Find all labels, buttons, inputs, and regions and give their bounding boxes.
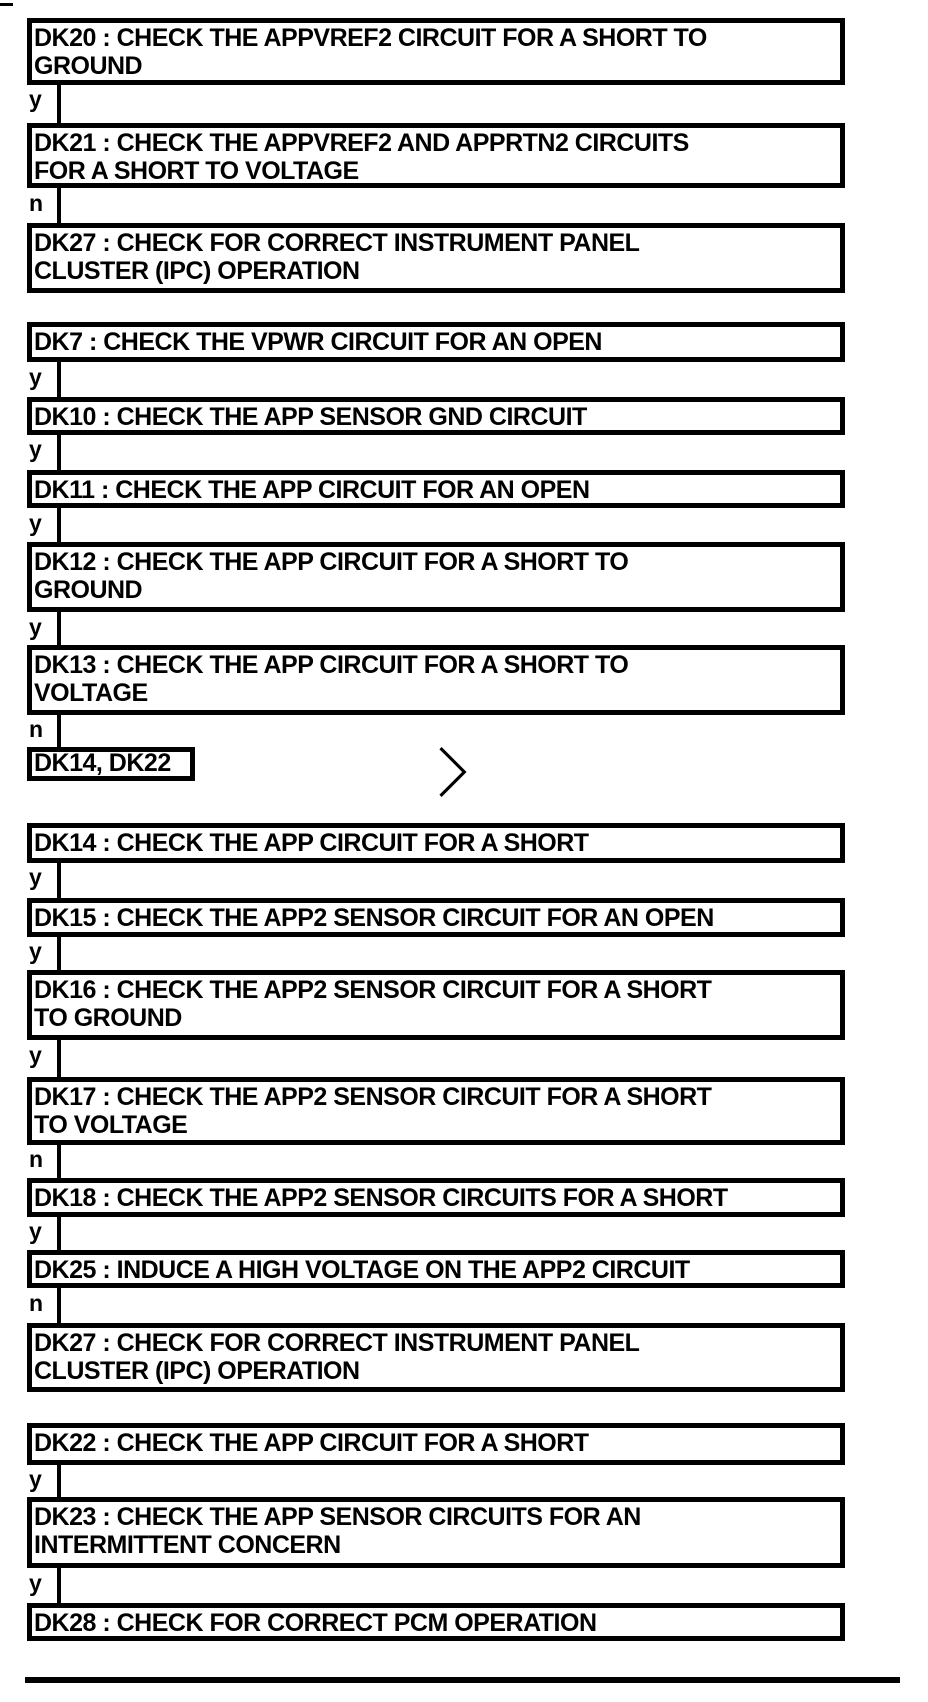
step-box-dk15: DK15 : CHECK THE APP2 SENSOR CIRCUIT FOR… [27, 898, 845, 937]
step-box-dk12: DK12 : CHECK THE APP CIRCUIT FOR A SHORT… [27, 542, 845, 612]
jump-ref-box: DK14, DK22 [27, 747, 195, 781]
connector-line [57, 1464, 61, 1499]
step-box-dk25: DK25 : INDUCE A HIGH VOLTAGE ON THE APP2… [27, 1250, 845, 1288]
step-box-dk16: DK16 : CHECK THE APP2 SENSOR CIRCUIT FOR… [27, 970, 845, 1040]
step-box-dk27: DK27 : CHECK FOR CORRECT INSTRUMENT PANE… [27, 223, 845, 293]
step-box-dk18: DK18 : CHECK THE APP2 SENSOR CIRCUITS FO… [27, 1178, 845, 1217]
branch-label: n [29, 190, 44, 216]
branch-label: y [29, 864, 42, 890]
branch-label: y [29, 1570, 42, 1596]
step-box-dk17: DK17 : CHECK THE APP2 SENSOR CIRCUIT FOR… [27, 1077, 845, 1145]
step-box-dk11: DK11 : CHECK THE APP CIRCUIT FOR AN OPEN [27, 470, 845, 508]
connector-line [57, 84, 61, 125]
step-box-dk22: DK22 : CHECK THE APP CIRCUIT FOR A SHORT [27, 1423, 845, 1465]
connector-line [57, 1144, 61, 1180]
branch-label: y [29, 1218, 42, 1244]
branch-label: y [29, 436, 42, 462]
branch-label: y [29, 614, 42, 640]
branch-label: y [29, 86, 42, 112]
branch-label: n [29, 1146, 44, 1172]
connector-line [57, 1216, 61, 1252]
step-box-dk21: DK21 : CHECK THE APPVREF2 AND APPRTN2 CI… [27, 123, 845, 188]
branch-label: y [29, 510, 42, 536]
step-box-dk28: DK28 : CHECK FOR CORRECT PCM OPERATION [27, 1603, 845, 1641]
connector-line [57, 434, 61, 472]
step-box-dk14: DK14 : CHECK THE APP CIRCUIT FOR A SHORT [27, 823, 845, 863]
connector-line [57, 1287, 61, 1325]
connector-line [57, 936, 61, 972]
branch-label: n [29, 1290, 44, 1316]
step-box-dk10: DK10 : CHECK THE APP SENSOR GND CIRCUIT [27, 397, 845, 435]
step-box-dk27: DK27 : CHECK FOR CORRECT INSTRUMENT PANE… [27, 1323, 845, 1392]
top-edge-line-fragment [0, 3, 13, 6]
connector-line [57, 507, 61, 544]
step-box-dk20: DK20 : CHECK THE APPVREF2 CIRCUIT FOR A … [27, 18, 845, 85]
bottom-divider-rule [25, 1677, 900, 1683]
connector-line [57, 611, 61, 647]
chevron-right-icon [439, 747, 467, 797]
branch-label: y [29, 938, 42, 964]
connector-line [57, 361, 61, 399]
branch-label: y [29, 364, 42, 390]
connector-line [57, 187, 61, 225]
branch-label: y [29, 1466, 42, 1492]
connector-line [57, 1567, 61, 1605]
connector-line [57, 862, 61, 900]
step-box-dk23: DK23 : CHECK THE APP SENSOR CIRCUITS FOR… [27, 1497, 845, 1568]
branch-label: n [29, 716, 44, 742]
connector-line [57, 714, 61, 749]
step-box-dk13: DK13 : CHECK THE APP CIRCUIT FOR A SHORT… [27, 645, 845, 715]
connector-line [57, 1039, 61, 1079]
step-box-dk7: DK7 : CHECK THE VPWR CIRCUIT FOR AN OPEN [27, 322, 845, 362]
branch-label: y [29, 1042, 42, 1068]
